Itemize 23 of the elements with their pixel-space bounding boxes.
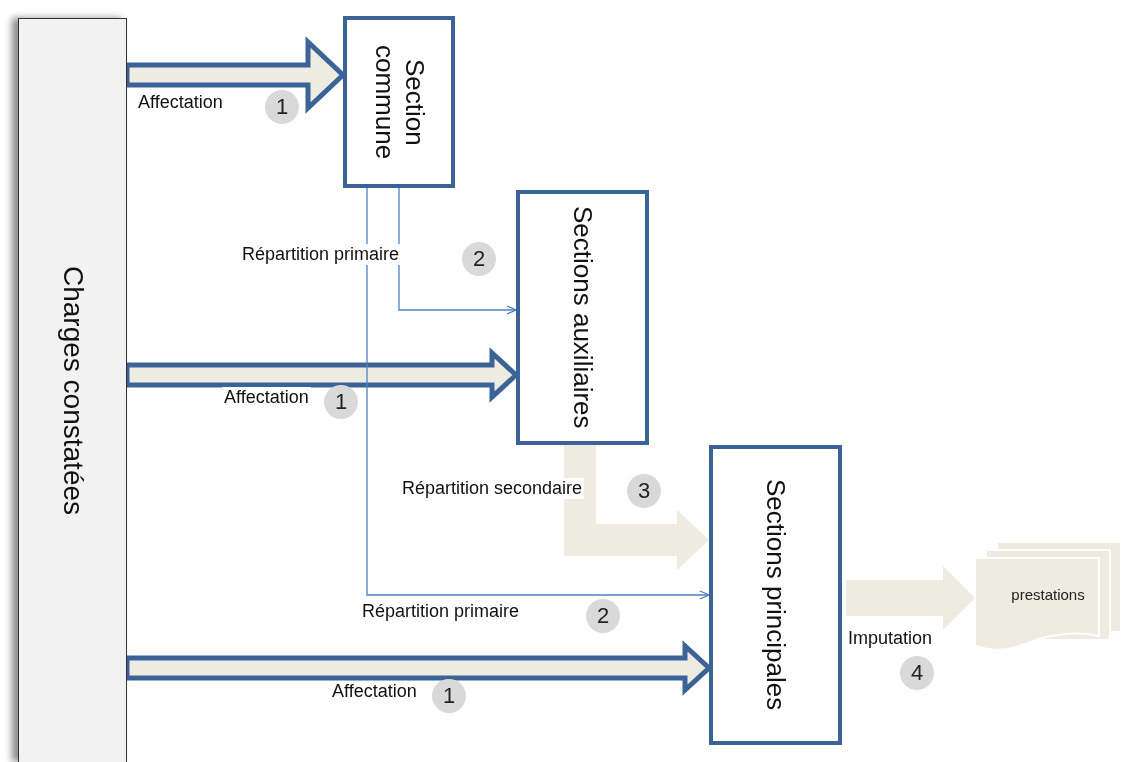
node-label: Section commune: [369, 43, 429, 162]
step-number: 2: [586, 599, 620, 633]
section-box: [343, 16, 455, 188]
node-label: prestations: [1011, 586, 1085, 603]
section-box: [709, 445, 842, 745]
step-number: 1: [324, 385, 358, 419]
block-arrow: [564, 445, 709, 570]
node-label: Charges constatées: [56, 265, 89, 515]
edge-label: Répartition primaire: [360, 601, 522, 622]
category-bar: [18, 18, 127, 762]
node-label: Sections auxiliaires: [567, 206, 598, 429]
arrow: [366, 187, 710, 600]
step-number: 4: [900, 656, 934, 690]
section-box: [516, 190, 649, 445]
step-number: 1: [265, 90, 299, 124]
edge-label: Répartition secondaire: [400, 478, 585, 499]
step-number: 1: [432, 679, 466, 713]
edge-label: Répartition primaire: [240, 244, 402, 265]
block-arrow: [846, 566, 975, 630]
arrow: [398, 187, 517, 315]
step-number: 2: [462, 242, 496, 276]
step-number: 3: [627, 474, 661, 508]
node-label: Sections principales: [760, 479, 791, 711]
